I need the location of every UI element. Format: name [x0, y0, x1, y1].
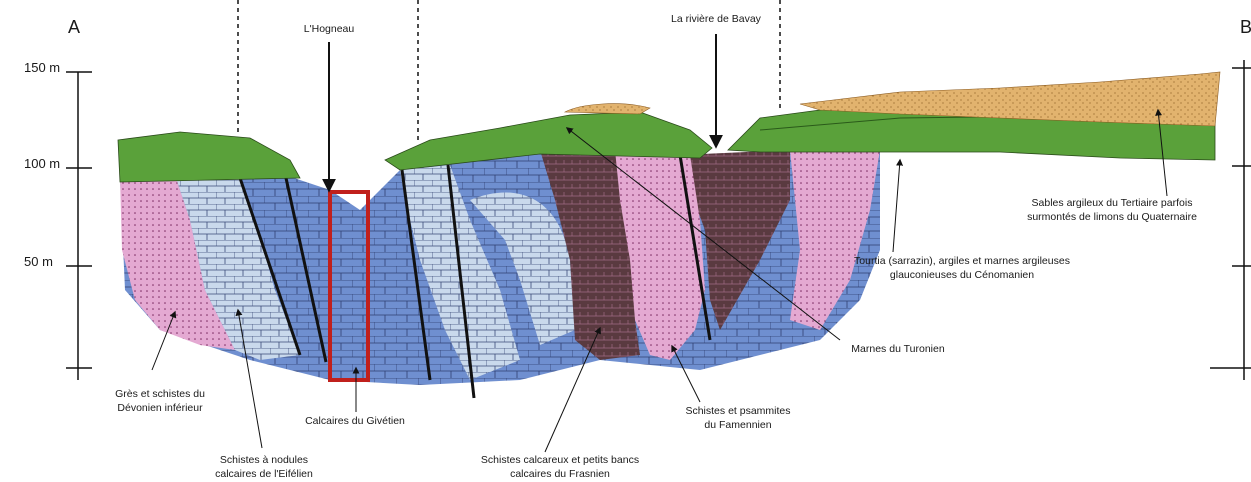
stratum-tertiary-left	[565, 104, 650, 114]
caption-tert-2: surmontés de limons du Quaternaire	[1027, 211, 1197, 223]
caption-cenom-1: Tourtia (sarrazin), argiles et marnes ar…	[854, 255, 1070, 267]
end-label-b: B	[1240, 17, 1251, 37]
strata	[118, 72, 1220, 398]
caption-gres-1: Grès et schistes du	[115, 388, 205, 400]
caption-famen-1: Schistes et psammites	[685, 405, 790, 417]
caption-frasn-2: calcaires du Frasnien	[510, 468, 610, 480]
elevation-axis-left: 150 m 100 m 50 m	[24, 60, 92, 380]
caption-famen-2: du Famennien	[704, 419, 771, 431]
axis-label-100: 100 m	[24, 156, 60, 171]
label-bavay: La rivière de Bavay	[671, 13, 762, 25]
axis-label-150: 150 m	[24, 60, 60, 75]
caption-eifel-2: calcaires de l'Eifélien	[215, 468, 313, 480]
caption-tert-1: Sables argileux du Tertiaire parfois	[1032, 197, 1193, 209]
caption-cenom-2: glauconieuses du Cénomanien	[890, 269, 1034, 281]
caption-givet: Calcaires du Givétien	[305, 415, 405, 427]
caption-turon: Marnes du Turonien	[851, 343, 945, 355]
end-label-a: A	[68, 17, 80, 37]
stratum-cenomanian	[118, 132, 300, 182]
caption-eifel-1: Schistes à nodules	[220, 454, 308, 466]
caption-frasn-1: Schistes calcareux et petits bancs	[481, 454, 639, 466]
label-hogneau: L'Hogneau	[304, 23, 355, 35]
caption-gres-2: Dévonien inférieur	[117, 402, 203, 414]
axis-label-50: 50 m	[24, 254, 53, 269]
